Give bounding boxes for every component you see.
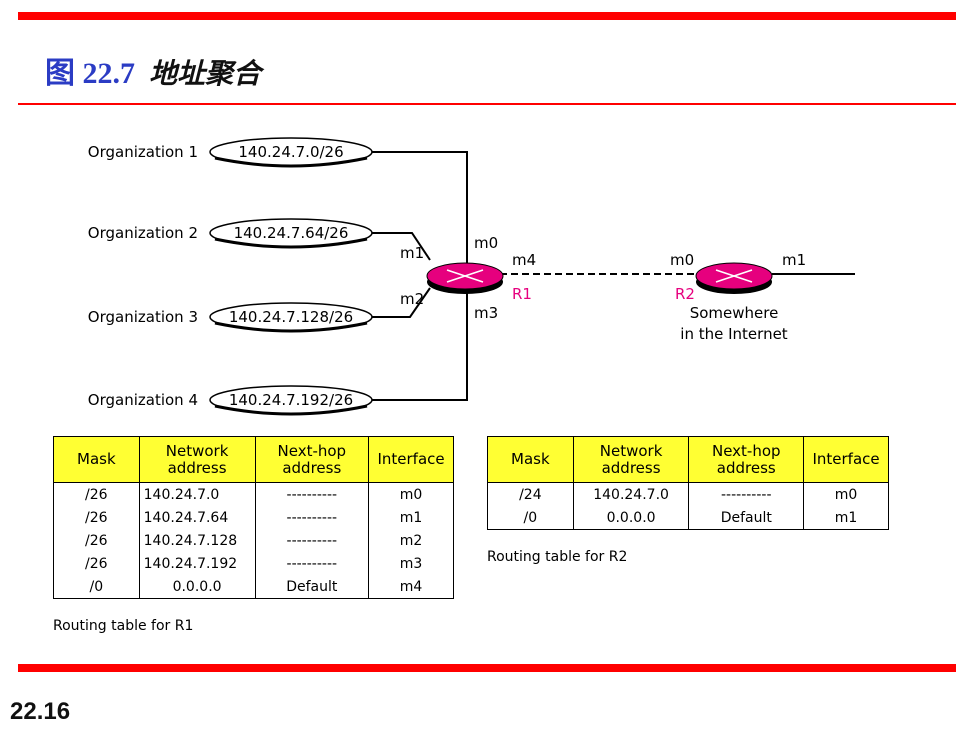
table-row: /0 0.0.0.0 Default m4 [53, 575, 454, 599]
r2-if-m0: m0 [670, 251, 694, 269]
r2-location-line1: Somewhere [690, 304, 779, 322]
page-number: 22.16 [10, 698, 71, 725]
org1-address: 140.24.7.0/26 [238, 143, 343, 161]
table-row: /24 140.24.7.0 ---------- m0 [487, 482, 889, 506]
link-org2 [372, 232, 431, 261]
r1-if-m4: m4 [512, 251, 536, 269]
r1-if-m2: m2 [400, 290, 424, 308]
header-interface: Interface [803, 436, 889, 483]
router-r1-icon [426, 262, 504, 294]
table-row: /0 0.0.0.0 Default m1 [487, 506, 889, 530]
routing-table-r2-caption: Routing table for R2 [487, 549, 628, 565]
header-mask: Mask [53, 436, 140, 483]
org4-address: 140.24.7.192/26 [229, 391, 353, 409]
router-r2-label: R2 [675, 285, 695, 303]
table-row: /26 140.24.7.128 ---------- m2 [53, 529, 454, 552]
org1-label: Organization 1 [88, 143, 198, 161]
r2-location-line2: in the Internet [680, 325, 788, 343]
link-org4 [372, 290, 468, 401]
network-diagram: Organization 1 Organization 2 Organizati… [88, 137, 855, 416]
org-oval-shadows [214, 156, 368, 416]
link-org1 [372, 151, 468, 263]
r1-if-m0: m0 [474, 234, 498, 252]
org4-label: Organization 4 [88, 391, 198, 409]
link-lines [372, 151, 855, 401]
title-text: 地址聚合 [149, 59, 262, 90]
routing-table-r1-caption: Routing table for R1 [53, 618, 194, 634]
r1-if-m1: m1 [400, 244, 424, 262]
org2-label: Organization 2 [88, 224, 198, 242]
r1-if-m3: m3 [474, 304, 498, 322]
router-r2-icon [695, 262, 773, 294]
bottom-red-bar [18, 664, 956, 672]
org2-address: 140.24.7.64/26 [234, 224, 349, 242]
header-mask: Mask [487, 436, 574, 483]
r2-if-m1: m1 [782, 251, 806, 269]
table-row: /26 140.24.7.192 ---------- m3 [53, 552, 454, 575]
table-row: /26 140.24.7.64 ---------- m1 [53, 506, 454, 529]
header-interface: Interface [368, 436, 454, 483]
top-red-bar [18, 12, 956, 20]
router-r1-label: R1 [512, 285, 532, 303]
slide-title: 图 22.7 地址聚合 [45, 48, 261, 92]
org3-label: Organization 3 [88, 308, 198, 326]
link-org3 [372, 287, 431, 318]
title-divider [18, 103, 956, 105]
table-row: /26 140.24.7.0 ---------- m0 [53, 482, 454, 506]
org3-address: 140.24.7.128/26 [229, 308, 353, 326]
title-number: 图 22.7 [45, 57, 135, 90]
org-network-ovals [209, 137, 373, 415]
